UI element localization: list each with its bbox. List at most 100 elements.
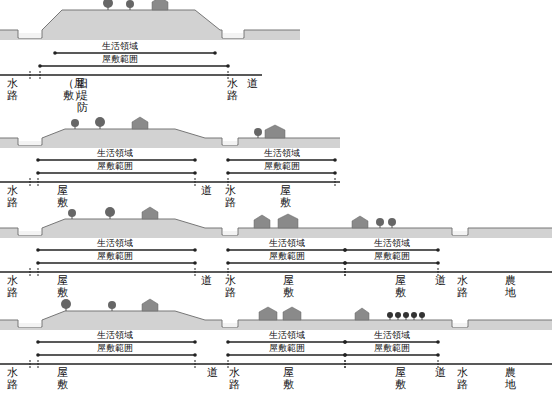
range-end [343, 353, 347, 357]
ground-label: 道 [247, 78, 258, 90]
range-end [343, 340, 347, 344]
boundary-tick [345, 360, 346, 368]
ground-label: 道 [201, 275, 212, 287]
tree [105, 207, 115, 217]
range-bar [38, 354, 195, 355]
range-bar [38, 341, 195, 342]
range-bar [40, 65, 228, 66]
range-label: 屋敷範囲 [373, 252, 411, 261]
ground-label: 屋敷 [283, 367, 294, 391]
boundary-tick [228, 360, 229, 368]
water [453, 323, 467, 327]
ground-label: 農地 [505, 275, 516, 299]
ground-profile [0, 299, 552, 368]
ground-label: 農地 [505, 367, 516, 391]
ground-label: 道 [207, 367, 218, 379]
range-end [226, 248, 230, 252]
range-bar [38, 159, 195, 160]
ground-label: 屋敷 [57, 367, 68, 391]
range-bar [345, 249, 438, 250]
range-label: 生活領域 [96, 331, 134, 340]
ground-label: 水路 [7, 78, 18, 102]
tree [388, 218, 396, 226]
ground-surface [0, 10, 300, 38]
range-end [333, 158, 337, 162]
tree [376, 218, 384, 226]
range-bar [228, 159, 335, 160]
range-bar [38, 172, 195, 173]
range-bar [228, 354, 345, 355]
ground-label: 屋敷 [280, 185, 291, 209]
range-label: 屋敷範囲 [96, 252, 134, 261]
section-axis [0, 271, 552, 273]
ground-surface [0, 129, 340, 145]
ground-label: （屋敷） [63, 78, 74, 102]
ground-section [0, 10, 300, 40]
range-end [226, 171, 230, 175]
ground-section [0, 129, 340, 148]
range-bar [55, 52, 215, 53]
range-label: 生活領域 [96, 149, 134, 158]
range-end [193, 171, 197, 175]
section-axis [0, 74, 262, 76]
section-axis [0, 181, 340, 183]
range-end [343, 340, 347, 344]
range-end [36, 353, 40, 357]
tree [387, 312, 393, 318]
tree [411, 312, 417, 318]
ground-profile [0, 117, 340, 186]
tree [103, 0, 113, 8]
range-end [53, 51, 57, 55]
house [142, 299, 158, 311]
water [223, 33, 243, 38]
range-label: 屋敷範囲 [268, 344, 306, 353]
boundary-tick [40, 71, 41, 79]
house [355, 308, 369, 320]
boundary-tick [38, 178, 39, 186]
tree [61, 299, 71, 309]
water [19, 231, 41, 235]
range-end [36, 248, 40, 252]
ground-label: 水路 [225, 185, 236, 209]
ground-label: 水路 [7, 185, 18, 209]
section-axis [0, 363, 552, 365]
boundary-tick [195, 360, 196, 368]
ground-label: 屋敷 [57, 275, 68, 299]
range-end [436, 248, 440, 252]
range-end [333, 171, 337, 175]
range-end [436, 340, 440, 344]
range-bar [38, 249, 195, 250]
water [453, 231, 467, 235]
ground-label: 水路 [225, 275, 236, 299]
range-label: 生活領域 [268, 239, 306, 248]
house [142, 207, 158, 219]
range-label: 屋敷範囲 [373, 344, 411, 353]
range-end [36, 158, 40, 162]
range-end [36, 340, 40, 344]
range-bar [345, 262, 438, 263]
range-label: 生活領域 [373, 331, 411, 340]
house [283, 307, 301, 320]
ground-label: 屋敷 [395, 275, 406, 299]
boundary-tick [30, 178, 31, 186]
ground-label: 旧堤防 [77, 78, 88, 114]
boundary-tick [345, 268, 346, 276]
range-end [436, 261, 440, 265]
range-end [193, 353, 197, 357]
water [223, 231, 237, 235]
ground-label: 水路 [7, 367, 18, 391]
ground-label: 屋敷 [283, 275, 294, 299]
house [352, 216, 368, 228]
boundary-tick [30, 360, 31, 368]
range-bar [228, 341, 345, 342]
range-label: 生活領域 [268, 331, 306, 340]
ground-label: 水路 [229, 367, 240, 391]
range-end [193, 248, 197, 252]
tree [254, 128, 262, 136]
ground-label: 水路 [227, 78, 238, 102]
range-end [36, 261, 40, 265]
range-end [193, 261, 197, 265]
boundary-tick [195, 268, 196, 276]
range-end [343, 261, 347, 265]
range-label: 生活領域 [101, 42, 139, 51]
